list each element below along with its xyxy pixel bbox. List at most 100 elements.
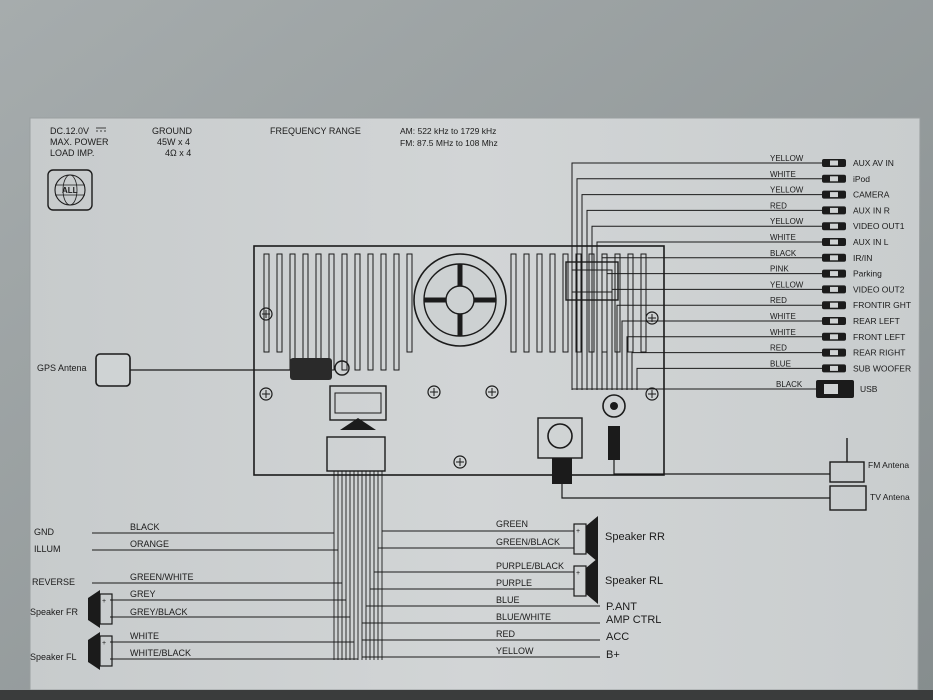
- av-output-wire-color: WHITE: [770, 233, 796, 242]
- usb-connector-slot: [824, 384, 838, 394]
- bplus-label: B+: [606, 649, 620, 661]
- heatsink-fin: [367, 253, 374, 371]
- speaker-rr-wire-2: GREEN/BLACK: [496, 537, 560, 547]
- reverse-label: REVERSE: [32, 577, 75, 587]
- heatsink-fin: [640, 253, 647, 353]
- svg-text:+: +: [102, 598, 106, 605]
- usb-output: BLACK USB: [572, 380, 878, 398]
- spec-load-imp: LOAD IMP.: [50, 148, 94, 158]
- harness-arrow-icon: [340, 418, 376, 430]
- av-output-wire: [596, 241, 822, 390]
- spec-ohms: 4Ω x 4: [165, 148, 191, 158]
- heatsink-fin: [562, 253, 569, 353]
- speaker-fr-icon: +: [88, 590, 113, 628]
- rca-plug-tip: [830, 350, 838, 356]
- av-output-wire-color: WHITE: [770, 312, 796, 321]
- bottom-edge: [0, 690, 933, 700]
- gps-antenna: GPS Antena: [37, 353, 290, 387]
- av-output-wire: [581, 194, 822, 390]
- harness-plug: [326, 436, 386, 472]
- av-output-wire-color: BLACK: [770, 249, 797, 258]
- tv-antenna-plug: [552, 458, 572, 484]
- speaker-fr-label: Speaker FR: [30, 607, 79, 617]
- ampctrl-wire-color: BLUE/WHITE: [496, 612, 551, 622]
- bplus-wire-color: YELLOW: [496, 646, 534, 656]
- spec-header: DC.12.0V MAX. POWER LOAD IMP. GROUND 45W…: [50, 126, 498, 158]
- av-output-wire: [626, 336, 822, 390]
- fm-antenna-plug: [608, 426, 620, 460]
- spec-watts: 45W x 4: [157, 137, 190, 147]
- speaker-fr-wire-1: GREY: [130, 589, 156, 599]
- gps-jack-connector: [290, 358, 332, 380]
- av-output-wire: [601, 257, 822, 390]
- av-output-row: RED FRONTIR GHT: [616, 296, 911, 390]
- head-unit-rear: [253, 245, 665, 476]
- heatsink-fin: [276, 253, 283, 353]
- av-output-label: REAR LEFT: [853, 316, 900, 326]
- freq-range-title: FREQUENCY RANGE: [270, 126, 361, 136]
- illum-label: ILLUM: [34, 544, 61, 554]
- rca-plug-tip: [830, 239, 838, 245]
- av-output-wire-color: RED: [770, 201, 787, 210]
- gnd-label: GND: [34, 527, 55, 537]
- speaker-rl-wire-1: PURPLE/BLACK: [496, 561, 564, 571]
- harness-bundle-wires: [333, 471, 383, 660]
- heatsink-fin: [510, 253, 517, 353]
- av-output-wire: [631, 352, 822, 390]
- tv-antenna-box-icon: [829, 485, 867, 511]
- usb-wire-color: BLACK: [776, 380, 803, 389]
- speaker-fl-icon: +: [88, 632, 113, 670]
- rca-plug-tip: [830, 176, 838, 182]
- pant-label: P.ANT: [606, 601, 637, 613]
- screw-icon: [453, 455, 467, 469]
- av-output-label: REAR RIGHT: [853, 348, 905, 358]
- illum-wire-color: ORANGE: [130, 539, 169, 549]
- av-output-wire-color: YELLOW: [770, 186, 804, 195]
- av-output-label: FRONT LEFT: [853, 332, 905, 342]
- tv-antenna-port-icon: [602, 394, 626, 418]
- rca-plug-tip: [830, 207, 838, 213]
- av-output-label: IR/IN: [853, 253, 872, 263]
- right-speakers: GREEN GREEN/BLACK + Speaker RR PURPLE/BL…: [370, 516, 665, 604]
- gps-antenna-label: GPS Antena: [37, 363, 87, 373]
- speaker-rr-wire-1: GREEN: [496, 519, 528, 529]
- svg-text:+: +: [576, 528, 580, 535]
- rca-plug-tip: [830, 192, 838, 198]
- av-output-row: RED REAR RIGHT: [631, 344, 905, 390]
- dc-symbol: [96, 127, 106, 132]
- reverse-wire-color: GREEN/WHITE: [130, 572, 194, 582]
- rca-plug-tip: [830, 286, 838, 292]
- av-output-wire-color: PINK: [770, 265, 789, 274]
- fm-antenna-label: FM Antena: [868, 460, 909, 470]
- heatsink-fin: [406, 253, 413, 353]
- antenna-connections: FM Antena TV Antena: [552, 426, 910, 511]
- av-output-row: WHITE REAR LEFT: [621, 312, 900, 390]
- heatsink-fin: [549, 253, 556, 353]
- svg-text:+: +: [576, 570, 580, 577]
- acc-wire-color: RED: [496, 629, 516, 639]
- av-output-wire: [606, 273, 822, 390]
- speaker-fl-wire-2: WHITE/BLACK: [130, 648, 191, 658]
- av-output-label: FRONTIR GHT: [853, 300, 911, 310]
- av-output-wire: [591, 225, 822, 390]
- av-output-wire-color: BLUE: [770, 359, 791, 368]
- spec-max-power: MAX. POWER: [50, 137, 109, 147]
- av-output-wire-color: RED: [770, 344, 787, 353]
- av-output-wire-color: RED: [770, 296, 787, 305]
- round-port-icon: [334, 360, 350, 376]
- speaker-fr-wire-2: GREY/BLACK: [130, 607, 188, 617]
- av-output-wire-color: YELLOW: [770, 154, 804, 163]
- screw-icon: [485, 385, 499, 399]
- left-power-wires: GND BLACK ILLUM ORANGE REVERSE GREEN/WHI…: [32, 522, 342, 587]
- rca-plug-tip: [830, 334, 838, 340]
- av-output-label: VIDEO OUT1: [853, 221, 905, 231]
- heatsink-fin: [393, 253, 400, 371]
